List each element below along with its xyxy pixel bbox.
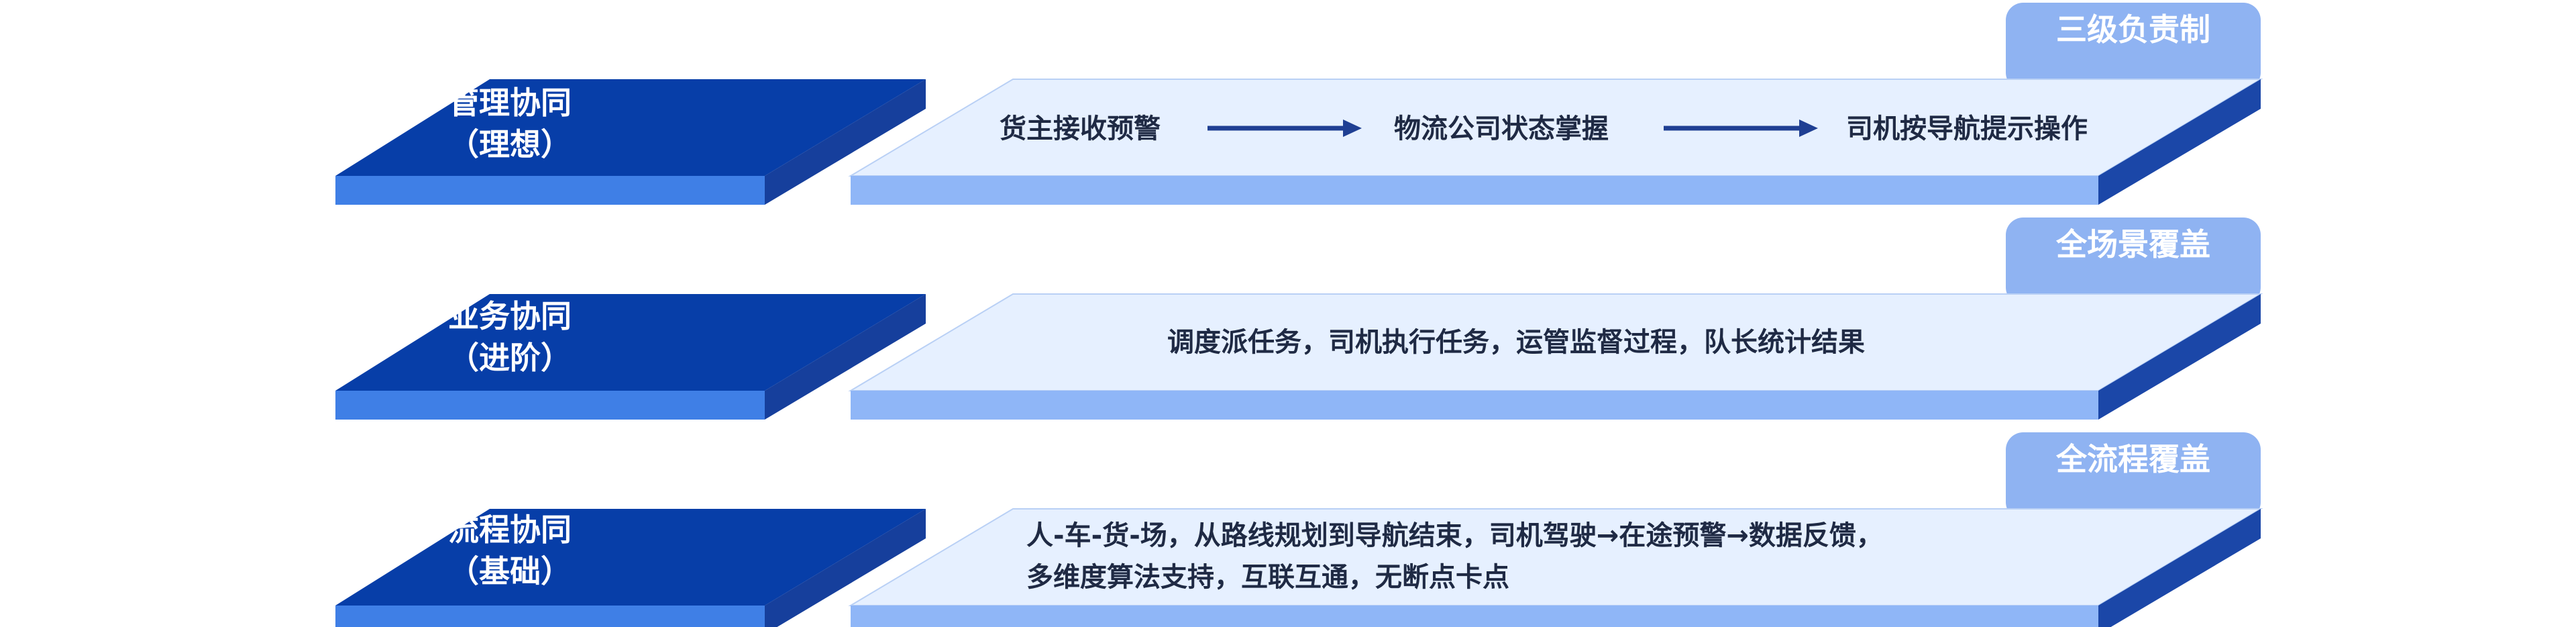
layer-label-management: 管理协同 （理想） — [362, 82, 657, 165]
layer-label-process: 流程协同 （基础） — [362, 509, 657, 592]
tag-full-scene-coverage: 全场景覆盖 — [2056, 226, 2210, 262]
layer-label-business: 业务协同 （进阶） — [362, 295, 657, 379]
business-description: 调度派任务，司机执行任务，运管监督过程，队长统计结果 — [1167, 327, 1865, 358]
process-description-line1: 人-车-货-场，从路线规划到导航结束，司机驾驶→在途预警→数据反馈， — [1026, 520, 1883, 551]
layer-level: （理想） — [448, 126, 572, 162]
tag-full-process-coverage: 全流程覆盖 — [2056, 441, 2210, 477]
layer-level: （基础） — [448, 553, 572, 589]
right-slab-side — [2098, 294, 2261, 420]
tag-three-level-responsibility: 三级负责制 — [2056, 11, 2210, 48]
left-slab-front — [335, 176, 765, 205]
tag-background — [2006, 432, 2261, 520]
left-slab-top — [335, 79, 926, 176]
process-description-line2: 多维度算法支持，互联互通，无断点卡点 — [1026, 562, 1509, 593]
tag-background — [2006, 3, 2261, 90]
arrow-2-head — [1799, 119, 1818, 137]
step-logistics-status: 物流公司状态掌握 — [1394, 113, 1609, 144]
left-slab-front — [335, 606, 765, 627]
right-slab-front — [851, 606, 2098, 627]
left-slab-top — [335, 509, 926, 606]
right-slab-front — [851, 391, 2098, 420]
step-shipper-receives-alert: 货主接收预警 — [1000, 113, 1161, 144]
layer-title: 管理协同 — [448, 85, 572, 121]
right-slab-front — [851, 176, 2098, 205]
left-slab-side — [765, 294, 926, 420]
tag-background — [2006, 218, 2261, 305]
layer-level: （进阶） — [448, 340, 572, 376]
layer-title: 流程协同 — [448, 512, 572, 548]
left-slab-front — [335, 391, 765, 420]
step-driver-navigation: 司机按导航提示操作 — [1846, 113, 2088, 144]
left-slab-top — [335, 294, 926, 391]
left-slab-side — [765, 79, 926, 205]
right-slab-side — [2098, 79, 2261, 205]
left-slab-side — [765, 509, 926, 627]
layer-title: 业务协同 — [448, 298, 572, 334]
arrow-1-head — [1343, 119, 1362, 137]
right-slab-side — [2098, 509, 2261, 627]
